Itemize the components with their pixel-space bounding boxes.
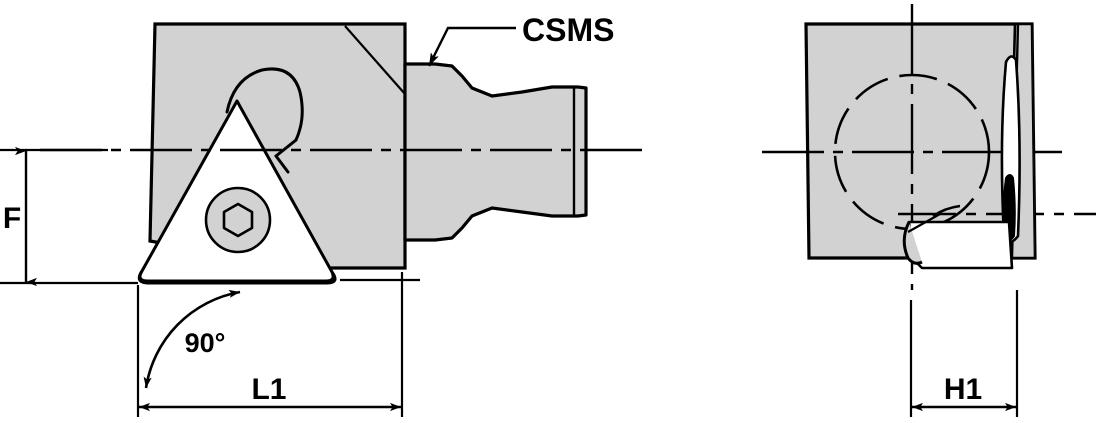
clamp-lever-hook-tail [274, 154, 290, 174]
front-view-group: H1 [762, 4, 1096, 417]
hex-socket [222, 202, 254, 238]
angle-arc [143, 289, 241, 389]
csms-leader-line [427, 26, 516, 67]
front-view-tip-edge-line [907, 213, 941, 233]
f-dimension-label: F [3, 202, 21, 235]
side-view-group: F L1 90° CSMS [0, 12, 648, 417]
clamp-lever-hook [225, 67, 304, 158]
csms-callout-label: CSMS [522, 12, 614, 48]
shank-outline [403, 62, 588, 242]
l1-dimension-label: L1 [251, 373, 286, 406]
insert-bottom-edge [137, 270, 337, 285]
front-view-seat-detail [907, 220, 1014, 270]
front-view-chipbreaker-line [932, 204, 961, 218]
angle-dimension-label: 90° [185, 328, 226, 358]
h1-dimension-label: H1 [944, 373, 982, 406]
body-chamfer-line [344, 25, 406, 95]
